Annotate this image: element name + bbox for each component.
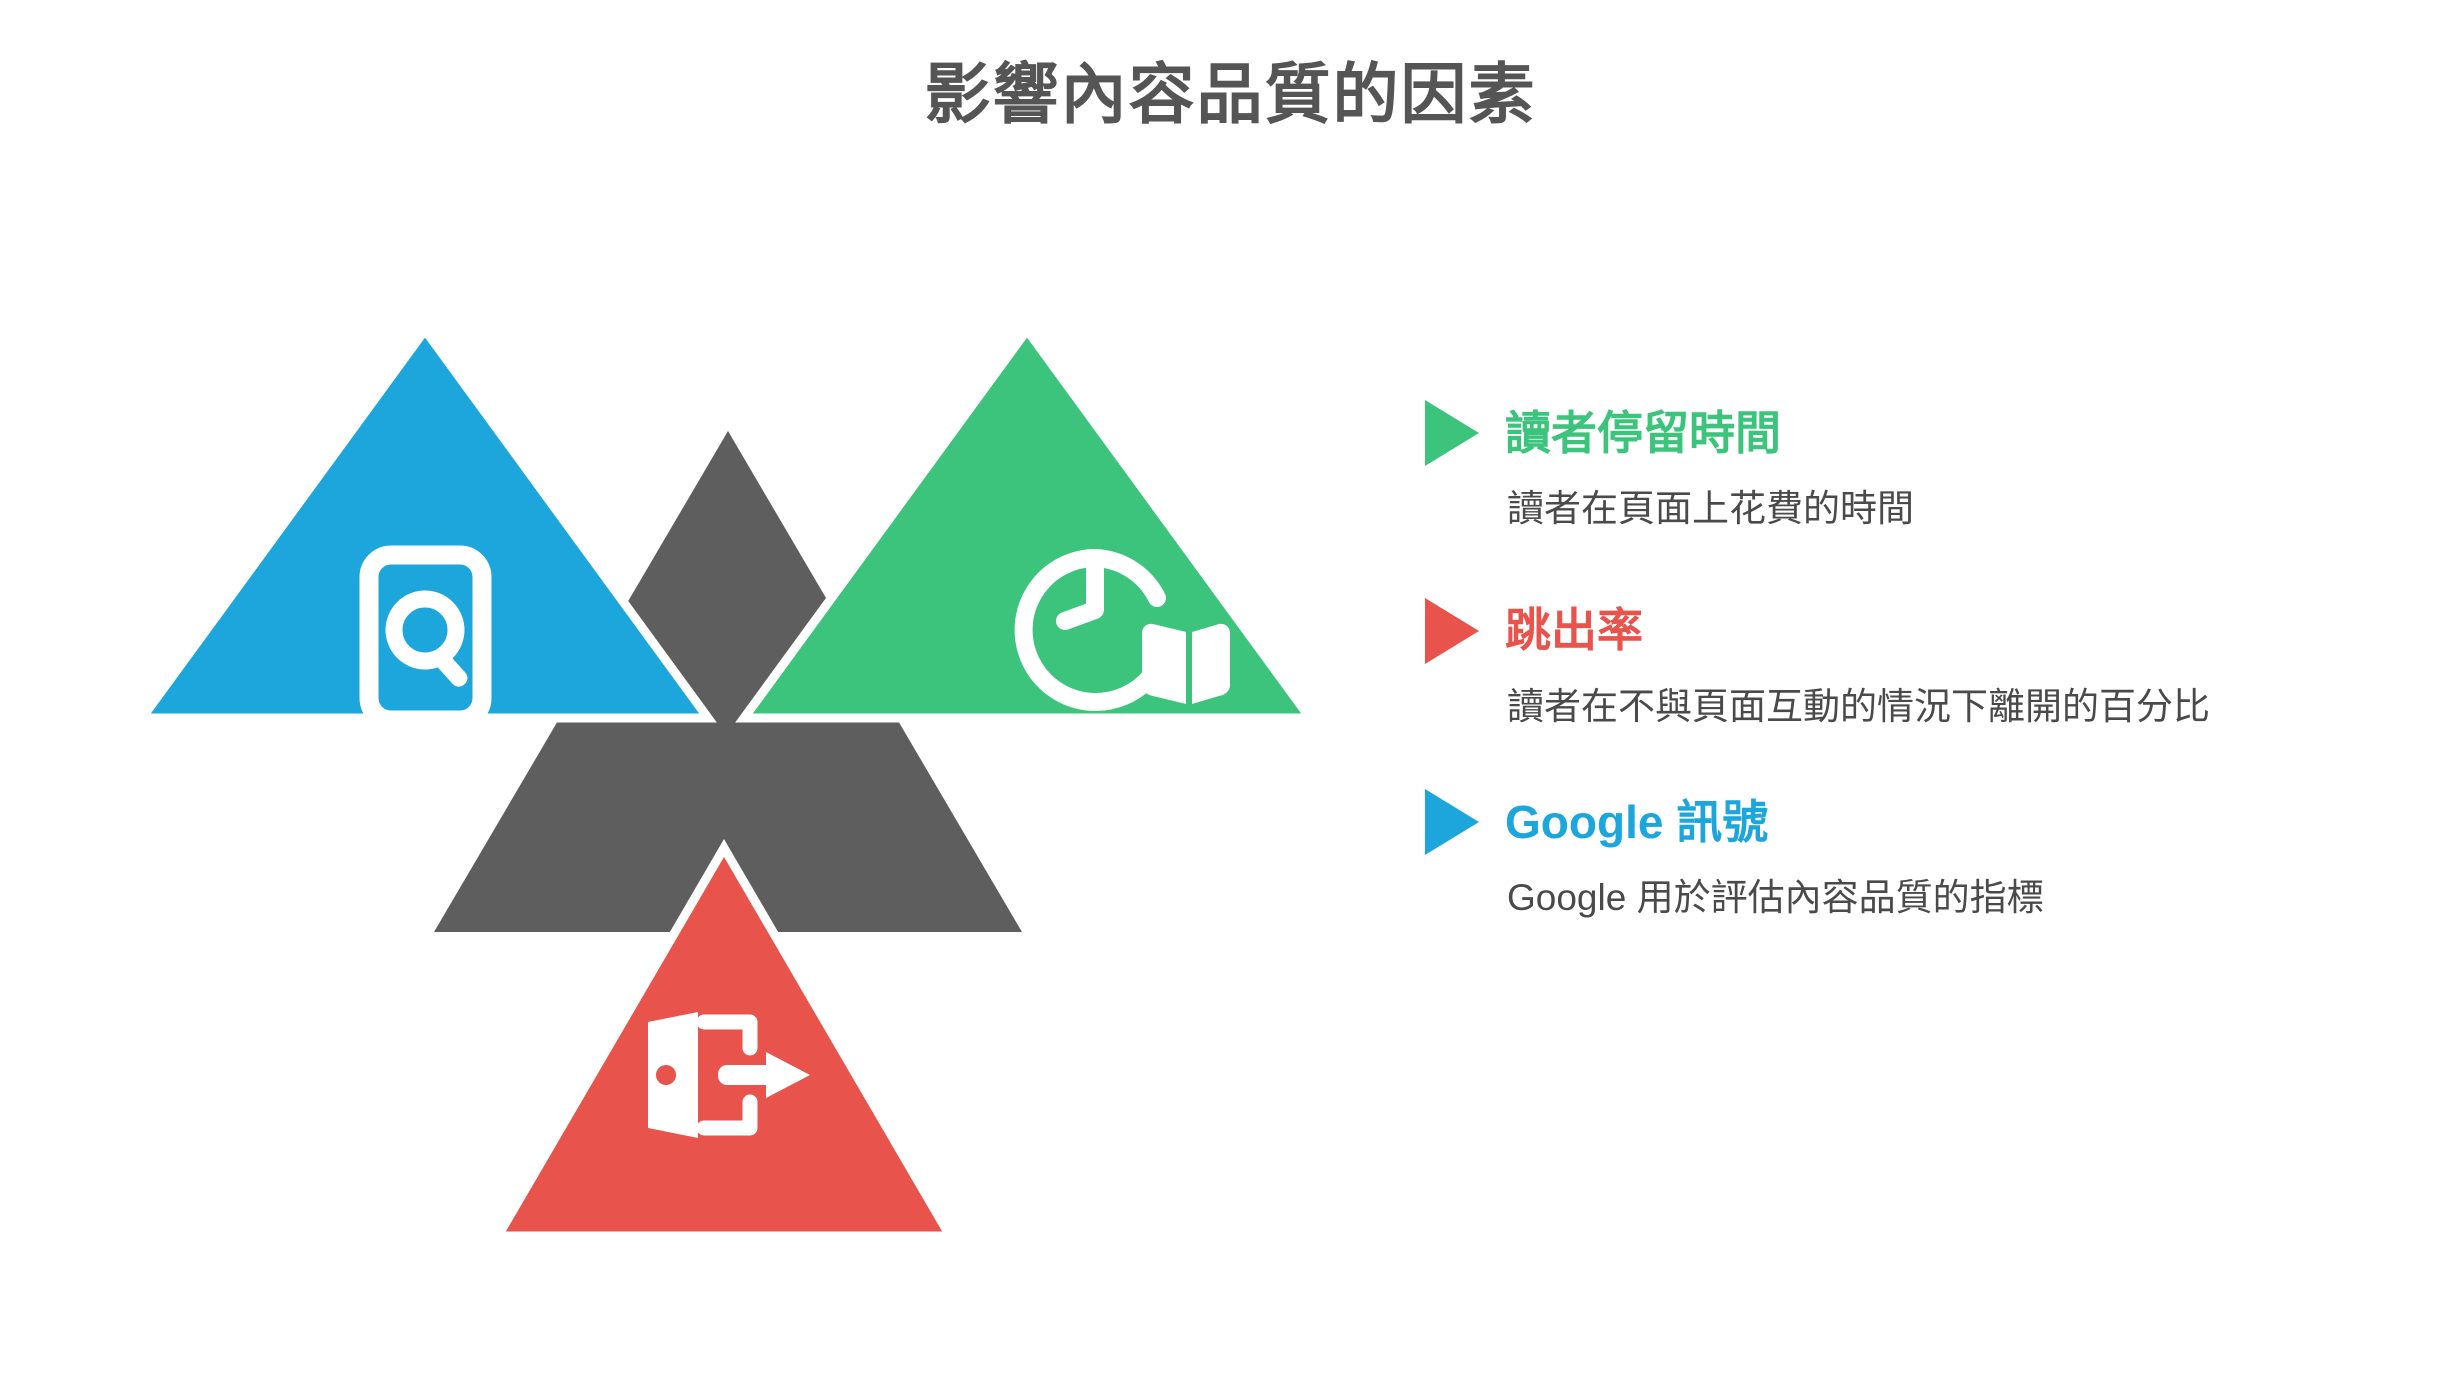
- exit-door-arrow-icon: [648, 1012, 810, 1138]
- triangle-right-icon: [1425, 789, 1479, 856]
- legend-list: 讀者停留時間 讀者在頁面上花費的時間 跳出率 讀者在不與頁面互動的情況下離開的百…: [1425, 400, 2325, 969]
- legend-item-title: Google 訊號: [1505, 795, 1769, 848]
- legend-item-bounce-rate[interactable]: 跳出率 讀者在不與頁面互動的情況下離開的百分比: [1425, 597, 2325, 734]
- legend-item-title: 讀者停留時間: [1505, 406, 1781, 459]
- legend-heading-row: Google 訊號: [1425, 789, 2325, 856]
- legend-item-dwell-time[interactable]: 讀者停留時間 讀者在頁面上花費的時間: [1425, 400, 2325, 536]
- red-triangle: [490, 839, 958, 1241]
- legend-heading-row: 讀者停留時間: [1425, 400, 2325, 466]
- legend-item-title: 跳出率: [1505, 604, 1643, 657]
- mobile-search-icon: [359, 545, 492, 730]
- legend-heading-row: 跳出率: [1425, 597, 2325, 664]
- triangles-diagram: [120, 280, 1380, 1290]
- legend-item-description: 讀者在不與頁面互動的情況下離開的百分比: [1507, 685, 2210, 727]
- triangle-right-icon: [1425, 597, 1479, 664]
- legend-item-description: Google 用於評估內容品質的指標: [1507, 877, 2044, 919]
- page-title: 影響內容品質的因素: [924, 57, 1537, 131]
- legend-item-description: 讀者在頁面上花費的時間: [1507, 488, 1914, 529]
- triangle-right-icon: [1425, 400, 1479, 466]
- legend-item-google-signals[interactable]: Google 訊號 Google 用於評估內容品質的指標: [1425, 789, 2325, 925]
- clock-book-icon: [1014, 549, 1230, 711]
- green-triangle: [735, 322, 1319, 723]
- gray-triangle: [434, 431, 1022, 932]
